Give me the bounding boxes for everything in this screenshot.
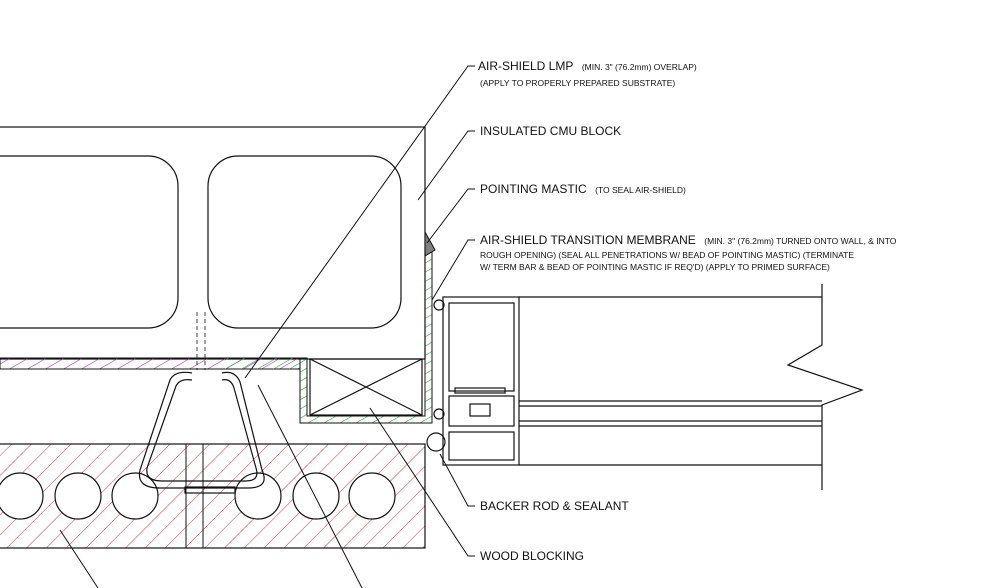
leader-backer xyxy=(439,453,475,507)
leader-brick xyxy=(59,529,99,588)
cmu-block xyxy=(0,126,426,360)
callout-transition-membrane: AIR-SHIELD TRANSITION MEMBRANE (MIN. 3" … xyxy=(480,231,897,248)
cmu-block-outline xyxy=(0,126,426,360)
cmu-cell-left xyxy=(0,155,179,329)
pointing-mastic xyxy=(424,230,436,257)
callout-air-shield-lmp-line2: (APPLY TO PROPERLY PREPARED SUBSTRATE) xyxy=(480,78,675,88)
callout-insulated-cmu-block: INSULATED CMU BLOCK xyxy=(480,124,621,138)
leader-cmu xyxy=(417,130,475,201)
leader-mastic xyxy=(426,188,475,244)
leader-wood xyxy=(369,407,475,557)
callout-transition-membrane-line2: ROUGH OPENING) (SEAL ALL PENETRATIONS W/… xyxy=(480,250,854,260)
masonry-tie xyxy=(138,312,265,494)
backer-rod-upper xyxy=(433,299,445,311)
callout-air-shield-lmp: AIR-SHIELD LMP (MIN. 3" (76.2mm) OVERLAP… xyxy=(478,57,697,74)
backer-rods xyxy=(426,299,446,452)
wood-blocking xyxy=(309,358,423,416)
brick-cores xyxy=(0,472,396,520)
backer-rod-mid xyxy=(433,408,445,420)
backer-rod-lower xyxy=(426,432,446,452)
leader-lines xyxy=(59,65,475,588)
window-frame xyxy=(442,284,864,490)
callout-transition-membrane-line3: W/ TERM BAR & BEAD OF POINTING MASTIC IF… xyxy=(480,262,830,272)
leader-lmp xyxy=(244,65,475,379)
leader-tie xyxy=(257,384,363,588)
brick-veneer xyxy=(0,443,426,549)
callout-pointing-mastic: POINTING MASTIC (TO SEAL AIR-SHIELD) xyxy=(480,180,686,197)
callout-backer-rod-sealant: BACKER ROD & SEALANT xyxy=(480,499,629,513)
cmu-cell-right xyxy=(207,155,402,329)
transition-membrane xyxy=(299,249,433,424)
callout-wood-blocking: WOOD BLOCKING xyxy=(480,549,584,563)
leader-transition xyxy=(431,239,475,301)
